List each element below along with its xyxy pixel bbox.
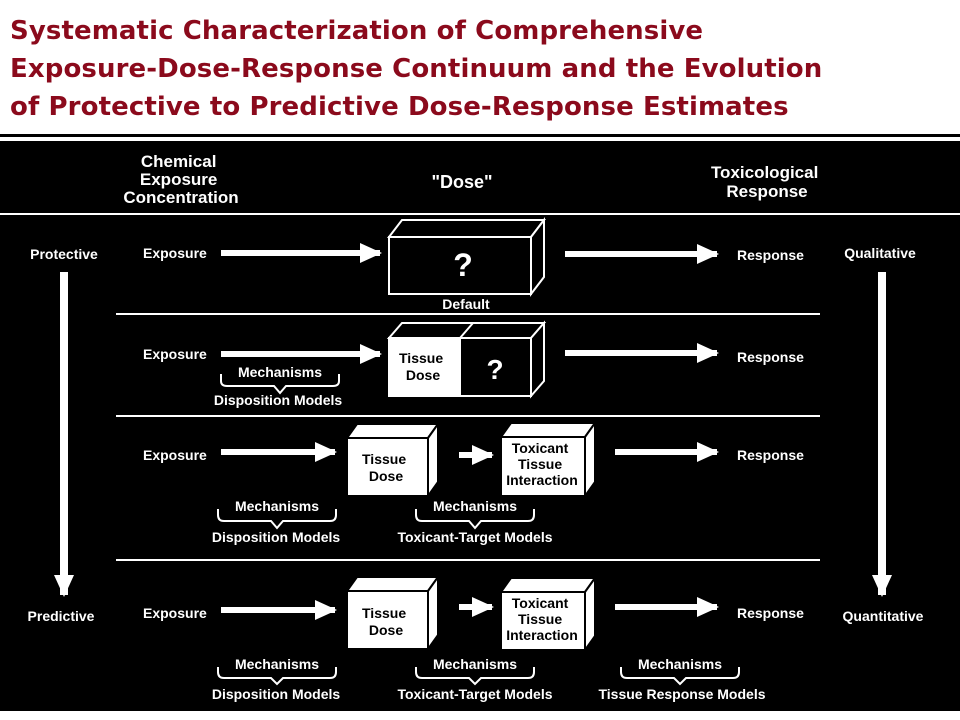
row2-dose-word: Dose [406,367,440,383]
row4-exposure-label: Exposure [143,605,207,621]
row3-exposure-label: Exposure [143,447,207,463]
axis-protective-label: Protective [30,246,98,262]
row3-tissue-dose-box: Tissue Dose [345,420,440,500]
row4-tissue-dose-label: Tissue Dose [362,605,410,638]
row1-default-caption: Default [442,296,490,312]
row2-exposure-label: Exposure [143,346,207,362]
row2-tissue-word: Tissue [399,350,443,366]
exposure-dose-response-diagram: Chemical Exposure Concentration "Dose" T… [0,152,960,702]
row3-tissue-dose-label: Tissue Dose [362,451,410,484]
row3-disposition-models: Disposition Models [212,529,341,545]
row3-response-label: Response [737,447,804,463]
row4-toxicant-target-models: Toxicant-Target Models [397,686,552,702]
header-chemical-exposure: Chemical Exposure Concentration [123,152,238,207]
row4-brace-3 [620,667,740,686]
row4-tissue-response-models: Tissue Response Models [598,686,765,702]
row4-tissue-dose-box: Tissue Dose [345,573,440,653]
row2-brace-1 [220,374,340,395]
row3-interaction-label: Toxicant Tissue Interaction [506,440,578,488]
row-full-continuum: Exposure Tissue Dose Toxicant Tissue Int… [143,573,804,702]
row3-interaction-word: Interaction [506,472,578,488]
header-response-line-1: Toxicological [711,163,818,182]
row4-brace-2-label: Mechanisms [433,656,517,672]
header-toxicological-response: Toxicological Response [711,163,823,201]
row4-brace-1-label: Mechanisms [235,656,319,672]
header-exposure-line-3: Concentration [123,188,238,207]
header-dose: "Dose" [431,172,492,192]
row1-response-label: Response [737,247,804,263]
row4-dose-word: Dose [369,622,403,638]
row4-disposition-models: Disposition Models [212,686,341,702]
row4-toxicant-word: Toxicant [512,595,569,611]
slide-title: Systematic Characterization of Comprehen… [10,12,950,126]
row-toxicant-interaction: Exposure Tissue Dose Toxicant Tissue Int… [143,419,804,545]
row3-tissue2-word: Tissue [518,456,562,472]
row4-interaction-label: Toxicant Tissue Interaction [506,595,578,643]
row2-question-mark: ? [486,354,503,385]
title-rule [0,134,960,137]
row3-brace-2-label: Mechanisms [433,498,517,514]
row1-question-mark: ? [453,247,473,283]
header-exposure-line-2: Exposure [140,170,217,189]
row4-brace-2 [415,667,535,686]
row4-tissue-word: Tissue [362,605,406,621]
row4-response-label: Response [737,605,804,621]
row4-tissue2-word: Tissue [518,611,562,627]
row4-interaction-box: Toxicant Tissue Interaction [499,574,597,654]
axis-qualitative-label: Qualitative [844,245,916,261]
row1-exposure-label: Exposure [143,245,207,261]
row2-response-label: Response [737,349,804,365]
row2-brace-1-label: Mechanisms [238,364,322,380]
row3-toxicant-word: Toxicant [512,440,569,456]
row3-brace-2 [415,509,535,530]
row2-tissue-dose-label: Tissue Dose [399,350,447,383]
axis-predictive-label: Predictive [28,608,95,624]
row3-interaction-box: Toxicant Tissue Interaction [499,419,597,500]
row2-dose-box: Tissue Dose ? [386,320,547,399]
row4-brace-1 [217,667,337,686]
row3-toxicant-target-models: Toxicant-Target Models [397,529,552,545]
row4-brace-3-label: Mechanisms [638,656,722,672]
row-tissue-dose: Exposure Tissue Dose ? Mechanisms Dispos… [143,320,804,408]
header-response-line-2: Response [726,182,807,201]
row3-tissue-word: Tissue [362,451,406,467]
row3-dose-word: Dose [369,468,403,484]
header-exposure-line-1: Chemical [141,152,217,171]
row3-brace-1-label: Mechanisms [235,498,319,514]
title-line-2: Exposure-Dose-Response Continuum and the… [10,54,823,84]
row3-brace-1 [217,509,337,530]
title-line-3: of Protective to Predictive Dose-Respons… [10,92,789,122]
row-default: Exposure ? Default Response [143,217,804,312]
row4-interaction-word: Interaction [506,627,578,643]
axis-quantitative-label: Quantitative [843,608,924,624]
title-line-1: Systematic Characterization of Comprehen… [10,16,704,46]
row2-disposition-models: Disposition Models [214,392,343,408]
row1-unknown-dose-box: ? [386,217,547,297]
